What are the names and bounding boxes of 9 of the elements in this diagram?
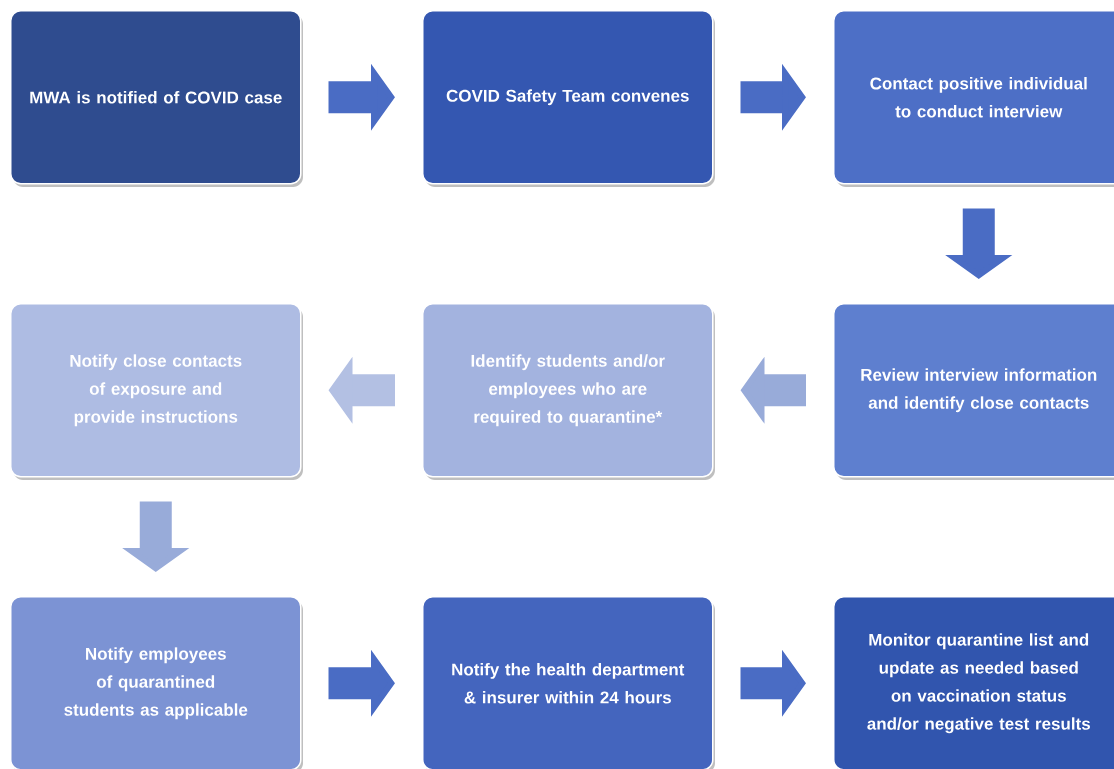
process-box: Notify the health department & insurer within 24 hours	[422, 596, 715, 769]
process-box: MWA is notified of COVID case	[10, 10, 303, 187]
process-box: Identify students and/or employees who are required to quarantine*	[422, 303, 715, 480]
process-box: Notify employees of quarantined students as applicable	[10, 596, 303, 769]
process-box: Review interview information and identify close contacts	[833, 303, 1114, 480]
process-box: COVID Safety Team convenes	[422, 10, 715, 187]
process-box: Monitor quarantine list and update as needed based on vaccination status and/or negative test results	[833, 596, 1114, 769]
process-box: Contact positive individual to conduct interview	[833, 10, 1114, 187]
process-box: Notify close contacts of exposure and provide instructions	[10, 303, 303, 480]
